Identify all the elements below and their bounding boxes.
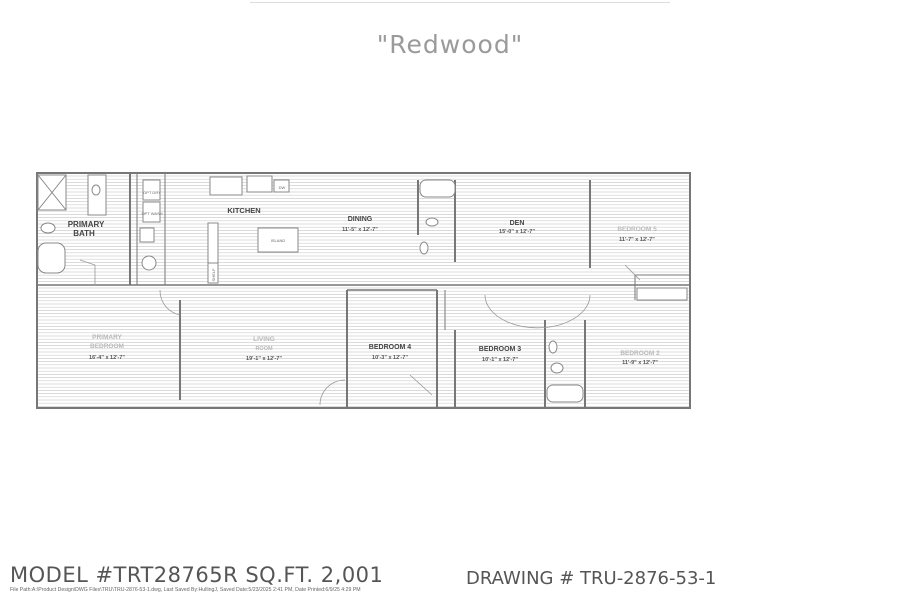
primary-bath-label-2: BATH [73,229,95,238]
opt-wash-label: OPT WASH [141,211,162,216]
tub-icon [546,384,584,403]
toilet-icon [425,217,439,227]
kitchen-label: KITCHEN [227,206,260,215]
drawing-number: DRAWING # TRU-2876-53-1 [466,568,717,589]
range-icon [209,176,243,196]
primary-bedroom-dims: 16'-4" x 12'-7" [89,355,125,361]
kitchen-sink-icon [246,175,273,193]
model-number: MODEL #TRT28765R SQ.FT. 2,001 [10,563,384,587]
dining-label: DINING [348,216,373,223]
primary-bedroom-label: PRIMARY [92,334,122,341]
sink-icon [419,241,429,255]
scan-edge-line [250,2,670,3]
bedroom3-dims: 10'-1" x 12'-7" [482,357,518,363]
dw-label: DW [279,185,286,190]
bedroom4-label: BEDROOM 4 [369,344,412,351]
tub-icon [419,179,456,198]
toilet-icon [40,222,56,234]
file-info: File Path:A:\Product Design\DWG Files\TR… [10,587,361,593]
bedroom4-dims: 10'-3" x 12'-7" [372,355,408,361]
bedroom2-dims: 11'-9" x 12'-7" [622,360,658,366]
toilet-icon [550,362,564,374]
living-room-label-2: ROOM [255,346,273,352]
walls [36,172,691,409]
bedroom3-label: BEDROOM 3 [479,346,522,353]
island-icon [257,227,299,253]
living-room-dims: 19'-1" x 12'-7" [246,356,282,362]
primary-bedroom-label-2: BEDROOM [90,343,124,350]
exterior-wall [36,172,691,409]
dryer-icon [142,179,161,201]
island-label: ISLAND [271,238,286,243]
bedroom5-label: BEDROOM 5 [617,226,657,233]
closet-shelf-icon [636,287,688,301]
bedroom5-dims: 11'-7" x 12'-7" [619,237,655,243]
den-label: DEN [510,220,525,227]
pantry-icon [207,222,219,264]
door-swing [159,289,181,316]
living-room-label: LIVING [253,336,275,343]
den-dims: 15'-0" x 12'-7" [499,229,535,235]
plan-title: "Redwood" [376,30,524,59]
tub-icon [37,242,66,274]
washer-icon [142,201,161,223]
dining-dims: 11'-5" x 12'-7" [342,227,378,233]
sink-icon [548,340,558,354]
dishwasher-icon [273,179,290,193]
door-swing [319,379,346,406]
floor-hatching [38,175,689,407]
fixtures-layer [37,174,688,403]
bedroom2-label: BEDROOM 2 [620,350,660,357]
shelf-icon [207,262,219,284]
opt-dry-label: OPT DRY [143,190,161,195]
water-heater-icon [139,227,155,243]
primary-bath-label: PRIMARY [68,220,105,229]
door-swing [484,294,591,329]
furnace-icon [141,255,157,271]
shelf-label: SHELF [211,268,216,281]
door-swings [79,259,641,406]
sink-icon [91,184,101,196]
